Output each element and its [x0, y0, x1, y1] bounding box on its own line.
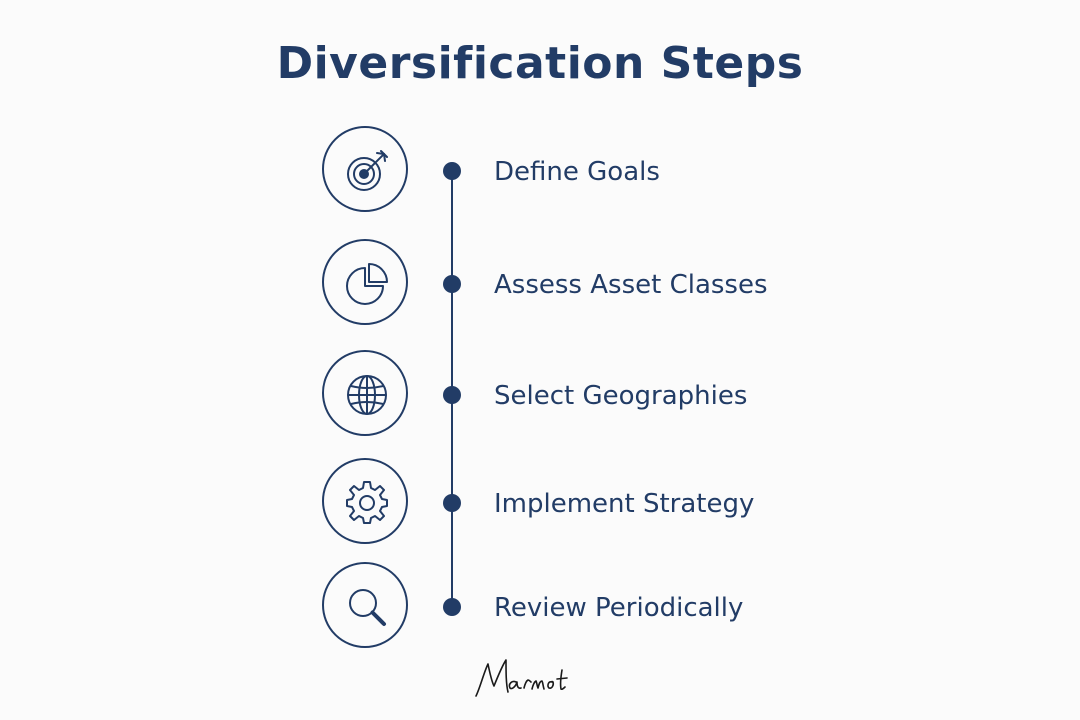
page-title: Diversification Steps: [276, 38, 804, 89]
step-review-periodically: Review Periodically: [0, 562, 1080, 652]
step-implement-strategy: Implement Strategy: [0, 458, 1080, 548]
timeline-dot: [443, 386, 461, 404]
timeline-dot: [443, 162, 461, 180]
target-icon: [347, 150, 388, 191]
signature-logo: [475, 659, 568, 697]
step-icon-circle: [322, 239, 408, 325]
step-select-geographies: Select Geographies: [0, 350, 1080, 440]
step-icon-circle: [322, 458, 408, 544]
pie-chart-icon: [346, 263, 388, 305]
globe-icon: [347, 375, 387, 415]
step-label: Review Periodically: [494, 593, 744, 623]
step-assess-asset-classes: Assess Asset Classes: [0, 239, 1080, 329]
timeline-dot: [443, 598, 461, 616]
step-icon-circle: [322, 126, 408, 212]
magnifier-icon: [349, 589, 386, 626]
step-icon-circle: [322, 350, 408, 436]
step-label: Select Geographies: [494, 381, 748, 411]
step-label: Implement Strategy: [494, 489, 755, 519]
step-label: Assess Asset Classes: [494, 270, 768, 300]
step-icon-circle: [322, 562, 408, 648]
gear-icon: [346, 481, 388, 524]
step-define-goals: Define Goals: [0, 126, 1080, 216]
timeline-dot: [443, 275, 461, 293]
timeline-dot: [443, 494, 461, 512]
step-label: Define Goals: [494, 157, 660, 187]
